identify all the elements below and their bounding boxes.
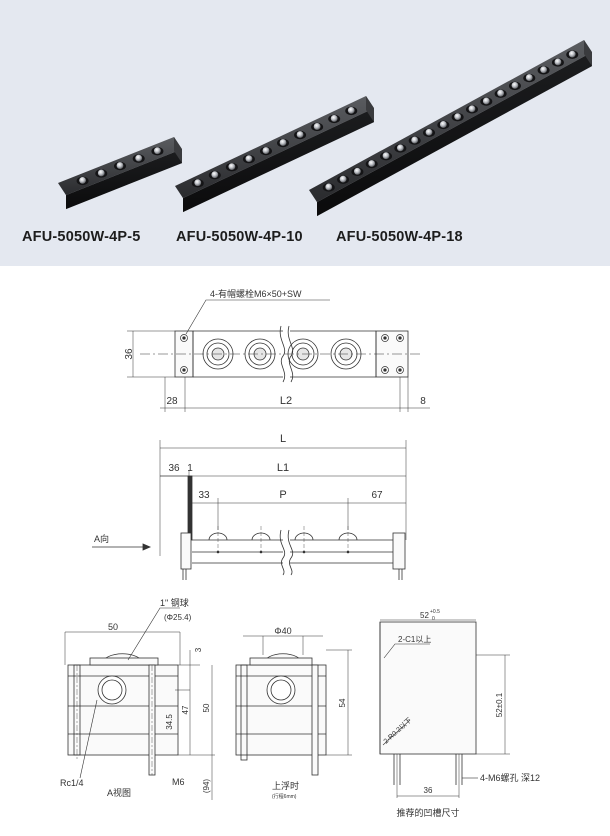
steel-ball (368, 160, 376, 167)
dim-side-36: 36 (168, 463, 180, 474)
steel-ball (339, 175, 347, 183)
steel-ball (511, 81, 519, 89)
product-photo-10 (175, 96, 374, 213)
steel-ball (135, 154, 143, 162)
view-b-caption: 上浮时 (272, 780, 299, 791)
steel-ball (468, 105, 476, 113)
steel-ball (354, 167, 361, 175)
dim-pocket-36: 36 (424, 786, 433, 795)
dim-top-right: 8 (420, 396, 426, 407)
steel-ball (482, 97, 490, 105)
product-banner (0, 0, 610, 266)
hole-label: 4-M6螺孔 深12 (480, 773, 540, 783)
pocket-caption: 推荐的凹槽尺寸 (396, 807, 459, 818)
bolt-callout: 4-有帽螺栓M6×50+SW (210, 288, 302, 299)
dim-pocket-height: 52±0.1 (495, 692, 504, 717)
steel-ball (454, 113, 462, 121)
dim-a-3: 3 (194, 647, 203, 652)
dim-pocket-tol-upper: +0.5 (430, 609, 440, 615)
steel-ball (425, 128, 433, 136)
product-photo-18 (309, 40, 592, 217)
model-label-10: AFU-5050W-4P-10 (176, 229, 303, 245)
steel-ball (497, 89, 505, 97)
steel-ball (313, 123, 321, 130)
dim-pocket-tol-lower: 0 (432, 616, 435, 622)
steel-ball (154, 147, 161, 155)
dim-side-P: P (279, 489, 286, 501)
steel-ball (245, 155, 253, 163)
ball-diameter: (Φ25.4) (164, 613, 192, 622)
dim-b-width: Φ40 (274, 626, 291, 636)
side-view (92, 440, 407, 580)
steel-ball (325, 183, 333, 191)
steel-ball (228, 163, 236, 171)
steel-ball (262, 147, 270, 154)
port-label: Rc1/4 (60, 778, 84, 788)
direction-label: A向 (94, 533, 109, 544)
steel-ball (330, 115, 338, 122)
dim-a-50: 50 (202, 703, 211, 712)
steel-ball (279, 139, 287, 146)
steel-ball (568, 50, 576, 58)
steel-ball (439, 121, 447, 128)
dim-side-33: 33 (198, 490, 210, 501)
steel-ball (97, 169, 105, 177)
steel-ball (382, 152, 390, 160)
product-photos (58, 40, 592, 217)
steel-ball (396, 144, 404, 152)
dim-top-left: 28 (166, 396, 178, 407)
model-label-5: AFU-5050W-4P-5 (22, 229, 141, 245)
bolt-m6-label: M6 (172, 777, 185, 787)
view-b-caption-sub: (行程6mm) (272, 793, 297, 800)
steel-ball (296, 131, 304, 138)
steel-ball (525, 74, 533, 81)
steel-ball (411, 136, 419, 144)
dim-side-67: 67 (371, 490, 383, 501)
dim-side-L1: L1 (277, 462, 289, 474)
steel-ball (347, 106, 355, 114)
product-photo-5 (58, 137, 182, 210)
technical-drawing: 4-有帽螺栓M6×50+SW 36 28 L2 8 L L1 36 1 33 P… (60, 288, 540, 818)
dim-a-width: 50 (108, 622, 118, 632)
end-view-a (64, 607, 215, 800)
dim-side-1: 1 (187, 463, 193, 474)
steel-ball (116, 162, 124, 169)
model-label-18: AFU-5050W-4P-18 (336, 229, 463, 245)
steel-ball (554, 58, 562, 66)
dim-top-L2: L2 (280, 395, 292, 407)
view-a-caption: A视图 (107, 787, 131, 798)
chamfer-label: 2-C1以上 (398, 635, 431, 644)
steel-ball (194, 179, 202, 187)
ball-label: 1" 钢球 (160, 597, 189, 608)
steel-ball (79, 176, 86, 184)
dim-pocket-width: 52 (420, 611, 429, 620)
dim-side-L: L (280, 433, 286, 445)
steel-ball (211, 171, 219, 179)
top-view (127, 299, 430, 412)
dim-b-height: 54 (338, 698, 347, 707)
dim-top-height: 36 (124, 348, 135, 360)
pocket-view (379, 619, 510, 798)
dim-a-47: 47 (181, 705, 190, 714)
dim-a-94: (94) (202, 779, 211, 794)
dim-a-34-5: 34.5 (165, 714, 174, 730)
end-view-b (235, 635, 352, 776)
steel-ball (540, 66, 547, 74)
